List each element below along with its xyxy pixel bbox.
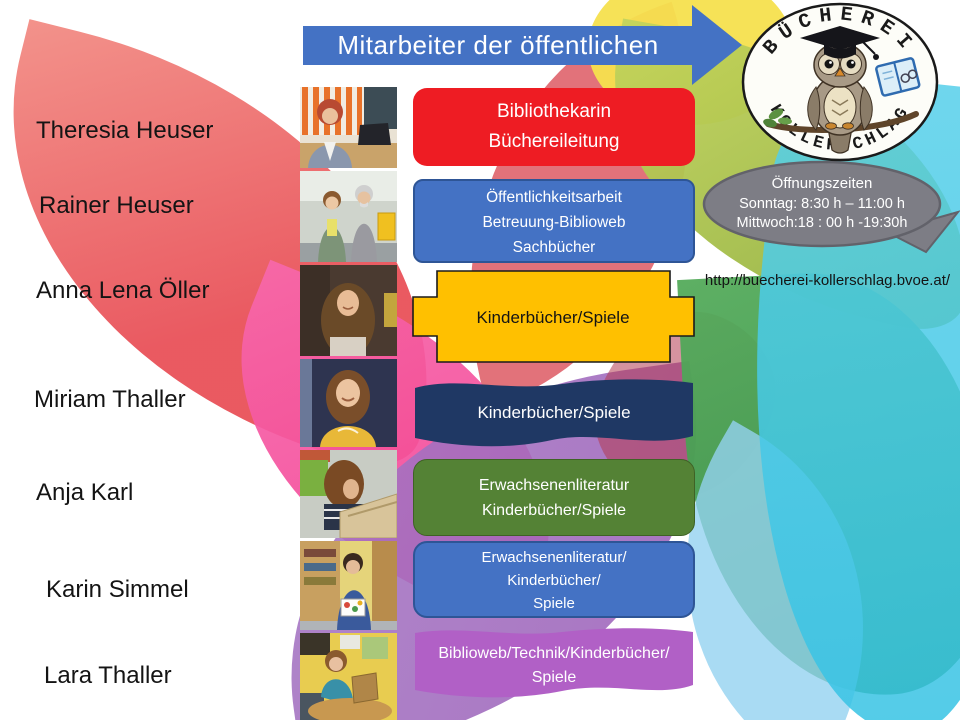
role-line: Sachbücher [512, 239, 596, 256]
role-line: Spiele [533, 595, 575, 612]
role-box-karin-simmel: Erwachsenenliteratur/ Kinderbücher/ Spie… [413, 541, 695, 618]
role-line: Bibliothekarin [496, 101, 612, 122]
staff-name-theresia-heuser: Theresia Heuser [36, 117, 214, 144]
staff-name-rainer-heuser: Rainer Heuser [39, 192, 194, 219]
library-logo: BÜCHEREI KOLLERSCHLAG [740, 2, 940, 167]
role-line: Öffentlichkeitsarbeit [486, 189, 622, 206]
staff-name-anja-karl: Anja Karl [36, 479, 134, 506]
staff-name-karin-simmel: Karin Simmel [46, 576, 189, 603]
opening-hours-sunday: Sonntag: 8:30 h – 11:00 h [739, 196, 905, 212]
staff-name-lara-thaller: Lara Thaller [44, 662, 172, 689]
role-box-rainer-heuser: Öffentlichkeitsarbeit Betreuung-Bibliowe… [413, 179, 695, 263]
title-banner: Mitarbeiter der öffentlichen [303, 26, 693, 65]
role-line: Kinderbücher/Spiele [476, 308, 629, 327]
photo-lara-thaller [300, 633, 397, 720]
role-line: Betreuung-Biblioweb [482, 214, 626, 231]
role-line: Erwachsenenliteratur/ [481, 549, 627, 566]
photo-rainer-heuser [300, 171, 397, 262]
photo-karin-simmel [300, 541, 397, 630]
role-line: Kinderbücher/Spiele [481, 502, 627, 519]
photo-anja-karl [300, 450, 397, 538]
opening-hours-callout: Öffnungszeiten Sonntag: 8:30 h – 11:00 h… [702, 160, 960, 261]
role-box-anja-karl: Erwachsenenliteratur Kinderbücher/Spiele [413, 459, 695, 536]
background-swoosh-green [677, 264, 960, 705]
photo-miriam-thaller [300, 359, 397, 447]
role-line: Kinderbücher/ [507, 572, 601, 589]
photo-theresia-heuser [300, 87, 397, 168]
role-line: Erwachsenenliteratur [478, 477, 630, 494]
role-box-lara-thaller: Biblioweb/Technik/Kinderbücher/ Spiele [412, 623, 696, 711]
role-line: Kinderbücher/Spiele [477, 403, 630, 422]
opening-hours-wednesday: Mittwoch:18 : 00 h -19:30h [737, 215, 908, 231]
role-line: Spiele [532, 669, 577, 686]
role-box-theresia-heuser: Bibliothekarin Büchereileitung [413, 88, 695, 166]
staff-name-miriam-thaller: Miriam Thaller [34, 386, 186, 413]
title-banner-arrowhead-icon [692, 5, 742, 85]
staff-name-anna-lena-oeller: Anna Lena Öller [36, 277, 210, 304]
role-line: Büchereileitung [488, 131, 620, 152]
role-box-miriam-thaller: Kinderbücher/Spiele [412, 370, 696, 462]
role-line: Biblioweb/Technik/Kinderbücher/ [438, 645, 670, 662]
page-title: Mitarbeiter der öffentlichen [337, 30, 659, 60]
opening-hours-heading: Öffnungszeiten [772, 174, 873, 192]
photo-anna-lena-oeller [300, 265, 397, 356]
role-box-anna-lena-oeller: Kinderbücher/Spiele [412, 270, 695, 368]
website-url: http://buecherei-kollerschlag.bvoe.at/ [704, 272, 951, 289]
